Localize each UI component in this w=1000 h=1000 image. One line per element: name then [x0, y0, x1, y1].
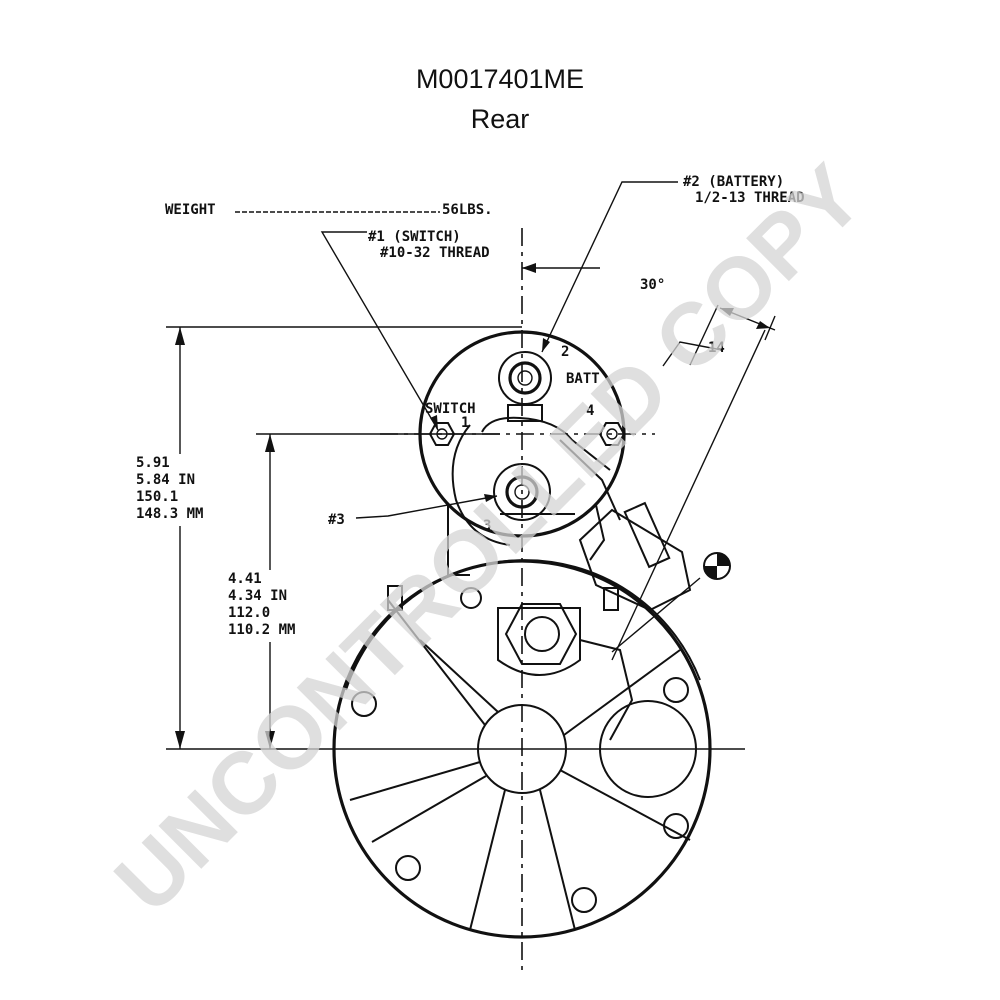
center-dim-arrow-top — [265, 434, 275, 452]
ground-symbol-fill-a — [717, 553, 730, 566]
angle-dim-arrow-b — [756, 321, 770, 329]
battery-terminal-base — [507, 404, 543, 422]
ground-symbol-fill-b — [704, 566, 717, 579]
uncontrolled-copy-watermark: UNCONTROLLED COPY — [96, 146, 882, 932]
motor-terminal-washer — [493, 463, 551, 521]
motor-terminal-thread — [514, 484, 530, 500]
center-dim-line2: 4.34 IN — [228, 588, 287, 604]
terminal-number-3: 3 — [483, 518, 491, 534]
center-boss — [477, 704, 567, 794]
center-dim-line1: 4.41 — [228, 571, 262, 587]
switch-callout-line1: #1 (SWITCH) — [368, 229, 461, 245]
rib-bottom-a — [469, 789, 506, 931]
housing-tab-right — [603, 587, 619, 611]
angle-dim-arrow-a — [720, 308, 734, 316]
terminal3-leader — [355, 495, 498, 519]
angle-dim-tick — [764, 315, 776, 341]
center-dim-arrow-bottom — [265, 731, 275, 749]
mount-bolt-left — [351, 691, 377, 717]
solenoid-bridge — [481, 416, 611, 471]
switch-leader — [320, 231, 439, 431]
switch-callout-line2: #10-32 THREAD — [380, 245, 490, 261]
field-terminal-nut — [504, 603, 578, 665]
solenoid-mount-right — [589, 504, 606, 561]
side-stud-body — [578, 508, 692, 612]
rib-bottom-b — [539, 789, 576, 931]
switch-terminal-nut — [428, 422, 456, 446]
view-subtitle: Rear — [471, 104, 530, 134]
housing-tab-left — [387, 585, 403, 611]
mount-bolt-top-left — [460, 587, 482, 609]
angle-ref-arrow — [522, 263, 536, 273]
brush-cover — [599, 700, 697, 798]
angle-dim-value: 14 — [708, 340, 725, 356]
terminal-number-4: 4 — [586, 403, 594, 419]
terminal4-stud — [606, 428, 618, 440]
mount-bolt-lower-right — [663, 813, 689, 839]
field-terminal-stud — [524, 616, 560, 652]
angle-extension-line-b — [689, 304, 719, 366]
overall-dim-line4: 148.3 MM — [136, 506, 203, 522]
angle-label: 30° — [640, 277, 665, 293]
ground-symbol-leader — [611, 577, 701, 653]
rib-right-a — [559, 769, 691, 841]
rib-left-a — [349, 761, 481, 801]
solenoid-mount-left — [447, 505, 470, 576]
solenoid-bracket — [559, 439, 621, 521]
center-dim-line4: 110.2 MM — [228, 622, 295, 638]
overall-dim-arrow-bottom — [175, 731, 185, 749]
terminal-number-1: 1 — [461, 415, 469, 431]
field-terminal-pad — [497, 607, 581, 676]
overall-dim-arrow-top — [175, 327, 185, 345]
mount-bolt-lower-left — [395, 855, 421, 881]
part-number-title: M0017401ME — [416, 64, 584, 94]
housing-inner-rim — [345, 559, 701, 691]
angle-dim-leader — [662, 341, 723, 367]
side-stud-post — [623, 501, 671, 569]
overall-dim-line1: 5.91 — [136, 455, 170, 471]
battery-terminal-washer — [498, 351, 552, 405]
battery-callout-line1: #2 (BATTERY) — [683, 174, 784, 190]
battery-terminal-thread — [517, 370, 533, 386]
overall-dim-line3: 150.1 — [136, 489, 178, 505]
rib-upper-left-b — [419, 639, 499, 713]
terminal3-callout: #3 — [328, 512, 345, 528]
switch-terminal-stud — [436, 428, 448, 440]
terminal-number-2: 2 — [561, 344, 569, 360]
battery-leader-arrow — [542, 338, 550, 352]
field-strap — [579, 639, 634, 741]
batt-terminal-label: BATT — [566, 371, 600, 387]
rib-upper-left-a — [387, 599, 486, 726]
weight-label: WEIGHT — [165, 202, 216, 218]
rib-right-b — [563, 649, 681, 736]
center-dim-line3: 112.0 — [228, 605, 270, 621]
switch-leader-arrow — [430, 415, 438, 430]
overall-dim-line2: 5.84 IN — [136, 472, 195, 488]
motor-terminal-stud — [505, 475, 539, 509]
rib-left-b — [371, 775, 487, 843]
solenoid-strap — [451, 424, 511, 546]
battery-callout-line2: 1/2-13 THREAD — [695, 190, 805, 206]
battery-leader — [541, 181, 678, 353]
overall-dim-label-bg — [132, 454, 228, 526]
switch-terminal-label: SWITCH — [425, 401, 476, 417]
mount-bolt-bottom — [571, 887, 597, 913]
mount-bolt-upper-right — [663, 677, 689, 703]
center-dim-label-bg — [224, 570, 320, 642]
weight-value: 56LBS. — [442, 202, 493, 218]
battery-terminal-stud — [508, 361, 542, 395]
terminal4-nut — [598, 422, 626, 446]
